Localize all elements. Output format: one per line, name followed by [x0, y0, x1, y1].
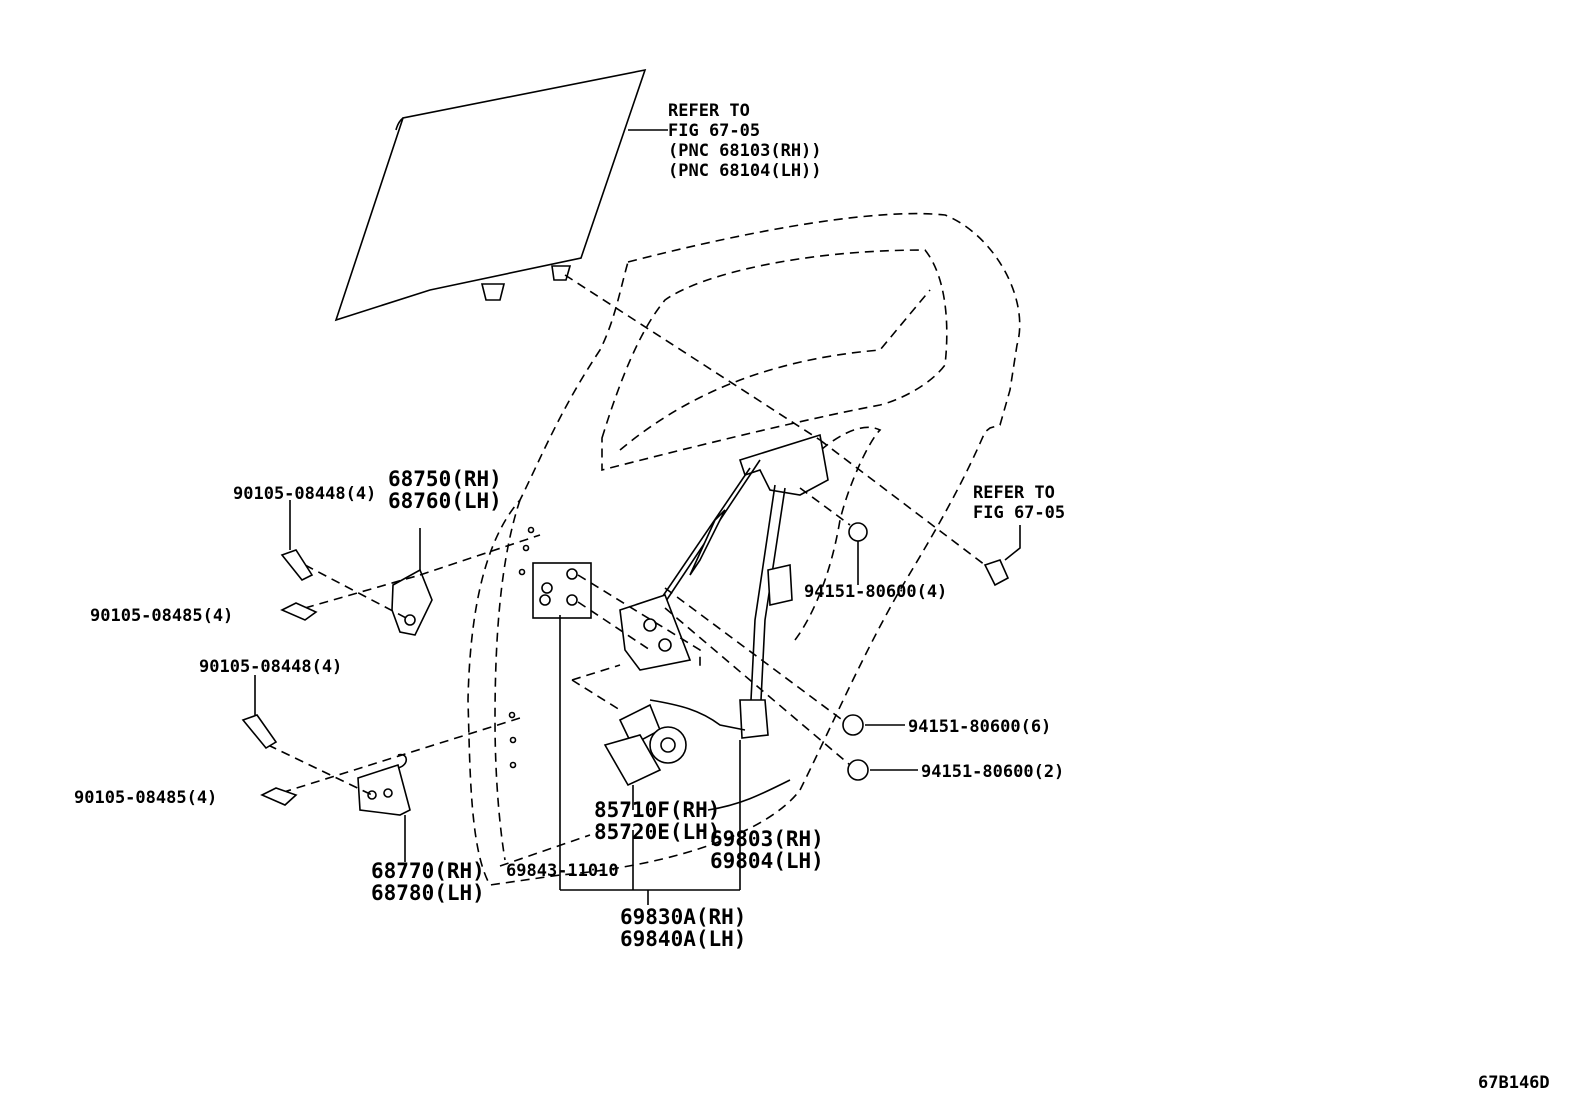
bolt-reference-label: REFER TO FIG 67-05 [973, 483, 1065, 523]
glass-ref-line-4: (PNC 68104(LH)) [668, 161, 822, 181]
bolt-ref-line-2: FIG 67-05 [973, 503, 1065, 523]
bolt-ref-line-1: REFER TO [973, 483, 1055, 503]
regulator-lh-label: 69804(LH) [710, 849, 824, 873]
lower-hinge-lh-label: 68780(LH) [371, 881, 485, 905]
regulator-rh-label: 69803(RH) [710, 827, 824, 851]
window-regulator [619, 433, 829, 739]
nut-2-label: 94151-80600(2) [921, 762, 1064, 782]
regulator-bolt-group [532, 562, 701, 711]
lower-hinge [241, 675, 521, 862]
bolt-upper-b-label: 90105-08485(4) [90, 606, 233, 626]
window-motor [603, 703, 687, 810]
glass-ref-line-1: REFER TO [668, 101, 750, 121]
assembly-leaders [499, 615, 791, 905]
motor-rh-label: 85710F(RH) [594, 798, 720, 822]
glass-ref-line-3: (PNC 68103(RH)) [668, 141, 822, 161]
nut-6-label: 94151-80600(6) [908, 717, 1051, 737]
glass-ref-line-2: FIG 67-05 [668, 121, 760, 141]
door-glass [334, 68, 647, 322]
upper-hinge-lh-label: 68760(LH) [388, 489, 502, 513]
bolt-upper-a-label: 90105-08448(4) [233, 484, 376, 504]
glass-reference-label: REFER TO FIG 67-05 (PNC 68103(RH)) (PNC … [668, 101, 822, 181]
assembly-lh-label: 69840A(LH) [620, 927, 746, 951]
glass-bolt [564, 274, 1021, 587]
nut-4-label: 94151-80600(4) [804, 582, 947, 602]
nut-group [664, 487, 918, 781]
upper-hinge-rh-label: 68750(RH) [388, 467, 502, 491]
door-outline [467, 212, 1021, 886]
diagram-id: 67B146D [1478, 1073, 1550, 1093]
upper-hinge [280, 500, 541, 636]
motor-lh-label: 85720E(LH) [594, 820, 720, 844]
bolt-lower-b-label: 90105-08485(4) [74, 788, 217, 808]
lower-hinge-rh-label: 68770(RH) [371, 859, 485, 883]
assembly-rh-label: 69830A(RH) [620, 905, 746, 929]
bolt-lower-a-label: 90105-08448(4) [199, 657, 342, 677]
clip-label: 69843-11010 [506, 861, 619, 881]
